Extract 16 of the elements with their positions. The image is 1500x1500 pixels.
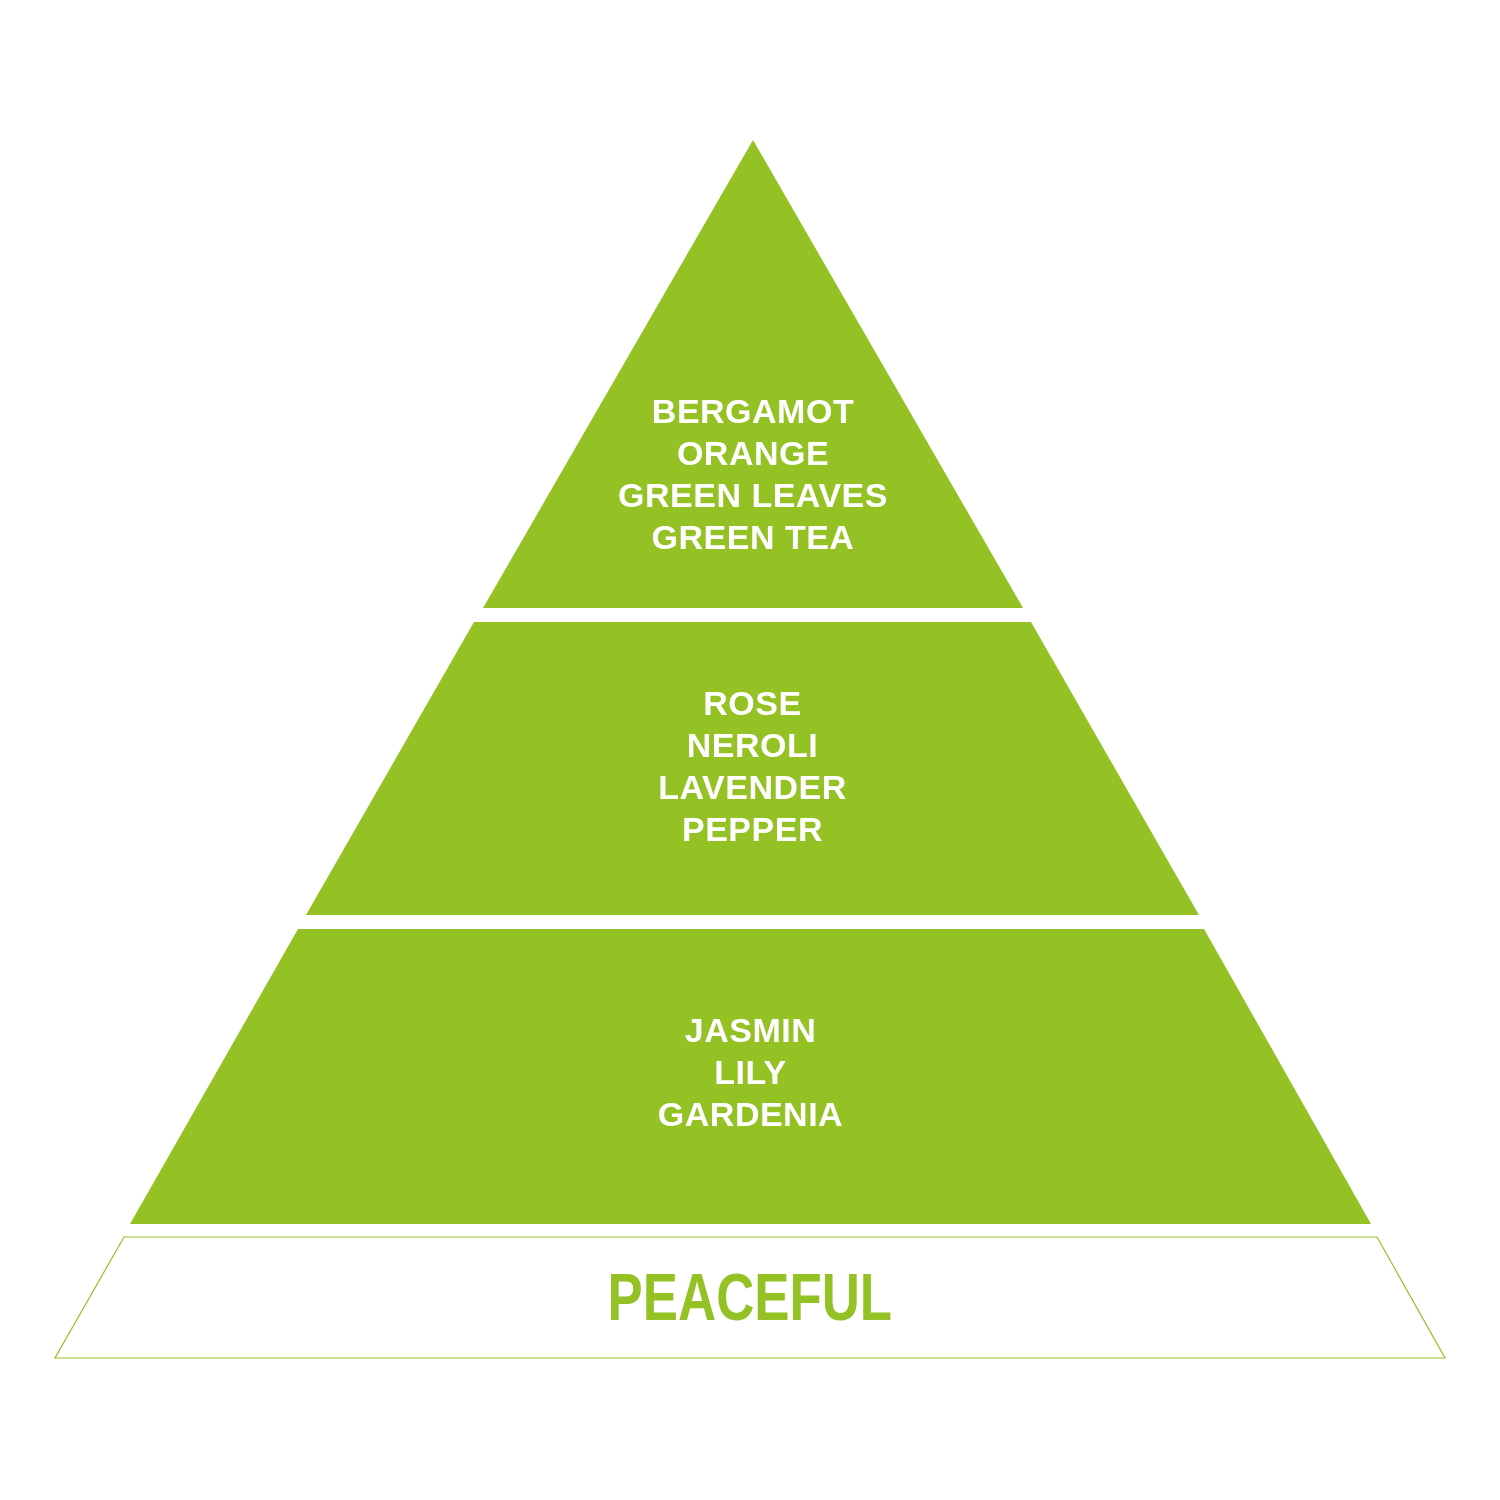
note-name: BERGAMOT: [651, 391, 855, 432]
mood-label: PEACEFUL: [607, 1262, 893, 1332]
note-name: ROSE: [703, 683, 802, 724]
note-name: JASMIN: [684, 1010, 817, 1051]
note-name: GREEN TEA: [651, 517, 855, 558]
pyramid-tier: [483, 140, 1023, 608]
note-name: NEROLI: [686, 725, 819, 766]
note-name: LILY: [714, 1052, 787, 1093]
note-name: GARDENIA: [657, 1094, 844, 1135]
note-name: PEPPER: [682, 809, 823, 850]
note-name: ORANGE: [676, 433, 830, 474]
pyramid-tier: [130, 929, 1371, 1224]
pyramid-tier: [306, 622, 1199, 915]
base-band: [55, 1237, 1445, 1358]
note-name: LAVENDER: [658, 767, 847, 808]
note-name: GREEN LEAVES: [618, 475, 888, 516]
